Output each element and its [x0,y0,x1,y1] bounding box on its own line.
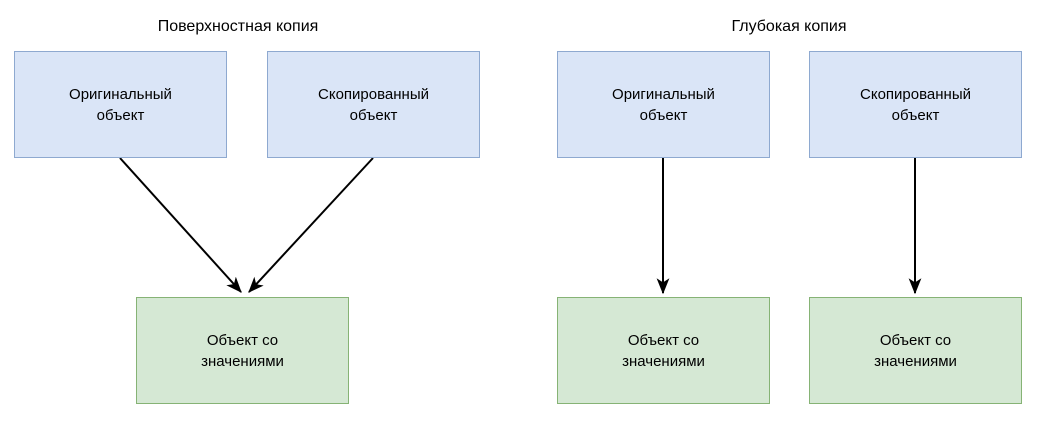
node-label-line2: объект [639,106,688,124]
node-label-line2: объект [891,106,940,124]
node-label-line1: Скопированный [318,85,429,103]
edge-shallow-copied-to-values [248,157,374,293]
node-label: Объект со значениями [193,330,292,372]
node-shallow-copied[interactable]: Скопированный объект [267,51,480,158]
node-label-line1: Оригинальный [612,85,715,103]
node-label: Объект со значениями [866,330,965,372]
node-label-line2: значениями [874,352,957,370]
node-label-line1: Объект со [206,331,279,349]
node-label: Оригинальный объект [61,84,180,126]
node-shallow-values[interactable]: Объект со значениями [136,297,349,404]
node-label-line2: объект [96,106,145,124]
node-shallow-original[interactable]: Оригинальный объект [14,51,227,158]
node-label-line1: Оригинальный [69,85,172,103]
node-label: Скопированный объект [852,84,979,126]
node-deep-values-left[interactable]: Объект со значениями [557,297,770,404]
node-label-line2: значениями [622,352,705,370]
node-label-line1: Объект со [879,331,952,349]
node-label-line2: объект [349,106,398,124]
node-label-line1: Объект со [627,331,700,349]
node-label: Оригинальный объект [604,84,723,126]
edge-shallow-original-to-values [119,157,242,293]
node-label-line1: Скопированный [860,85,971,103]
node-label: Скопированный объект [310,84,437,126]
node-deep-copied[interactable]: Скопированный объект [809,51,1022,158]
node-label-line2: значениями [201,352,284,370]
node-deep-values-right[interactable]: Объект со значениями [809,297,1022,404]
node-label: Объект со значениями [614,330,713,372]
panel-title-deep-copy: Глубокая копия [731,18,847,35]
panel-title-shallow-copy: Поверхностная копия [157,18,319,35]
node-deep-original[interactable]: Оригинальный объект [557,51,770,158]
